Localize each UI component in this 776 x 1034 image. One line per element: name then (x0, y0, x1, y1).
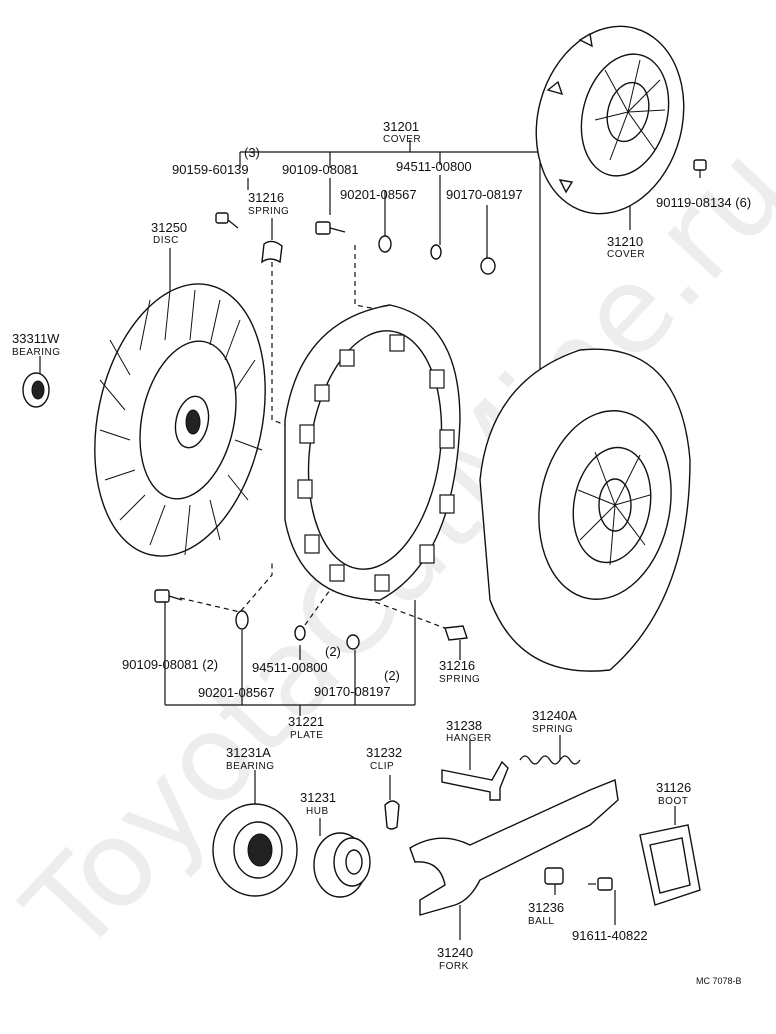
fork-31240-drawing (409, 779, 619, 916)
label-90109-top: 90109-08081 (282, 162, 359, 177)
part-qty: (2) (325, 644, 341, 659)
bolt-90119-drawing (693, 159, 707, 178)
label-31210: 31210 COVER (607, 234, 645, 260)
part-number: 94511-00800 (396, 159, 472, 174)
part-name: FORK (439, 961, 469, 972)
part-number: 90170-08197 (446, 187, 523, 202)
fasteners-bottom (154, 589, 468, 650)
label-31240A: 31240A SPRING (532, 708, 577, 735)
fasteners-top (215, 212, 496, 275)
part-number: 94511-00800 (252, 660, 328, 675)
part-number: 33311W (12, 331, 60, 346)
label-90170-bottom: (2) 90170-08197 (314, 668, 400, 699)
part-name: HUB (306, 806, 329, 817)
label-90119: 90119-08134 (6) (656, 195, 751, 210)
label-90159: (3) 90159-60139 (172, 145, 260, 177)
label-90109-bottom: 90109-08081 (2) (122, 657, 218, 672)
bearing-31231A-drawing (212, 803, 298, 897)
drawing-code: MC 7078-B (696, 976, 742, 986)
part-number: 90109-08081 (2) (122, 657, 218, 672)
part-name: COVER (383, 134, 421, 145)
label-31250: 31250 DISC (151, 220, 187, 246)
part-number: 90201-08567 (198, 685, 275, 700)
part-qty: (3) (244, 145, 260, 160)
labels: 31201 COVER (3) 90159-60139 90109-08081 … (12, 119, 751, 986)
part-qty: (2) (384, 668, 400, 683)
hub-31231-drawing (313, 832, 371, 898)
part-name: BEARING (12, 347, 61, 358)
label-94511-bottom: (2) 94511-00800 (252, 644, 341, 675)
label-31216-top: 31216 SPRING (248, 190, 289, 217)
part-number: 91611-40822 (572, 928, 648, 943)
label-31231A: 31231A BEARING (226, 745, 275, 772)
part-number: 31210 (607, 234, 643, 249)
cover-31210-drawing (535, 25, 685, 215)
part-number: 31216 (439, 658, 475, 673)
part-number: 90159-60139 (172, 162, 249, 177)
label-31238: 31238 HANGER (446, 718, 492, 744)
hanger-spring-drawing (441, 755, 581, 801)
label-90201-bottom: 90201-08567 (198, 685, 275, 700)
part-name: CLIP (370, 761, 394, 772)
label-90201-top: 90201-08567 (340, 187, 417, 202)
callout-lines (39, 140, 676, 940)
label-31231: 31231 HUB (300, 790, 336, 817)
part-number: 31236 (528, 900, 564, 915)
part-number: 31201 (383, 119, 419, 134)
part-name: SPRING (532, 724, 573, 735)
disc-31250-drawing (94, 283, 266, 557)
part-number: 31240A (532, 708, 577, 723)
part-number: 90201-08567 (340, 187, 417, 202)
part-number: 31216 (248, 190, 284, 205)
part-number: 31238 (446, 718, 482, 733)
part-number: 90170-08197 (314, 684, 391, 699)
clip-31232-drawing (384, 800, 400, 830)
plate-31221-drawing (284, 304, 461, 601)
part-name: BEARING (226, 761, 275, 772)
part-number: 31126 (656, 780, 691, 795)
part-name: HANGER (446, 733, 492, 744)
part-number: 31250 (151, 220, 187, 235)
bearing-33311W-drawing (22, 372, 50, 408)
cover-31201-drawing (479, 348, 691, 672)
part-name: COVER (607, 249, 645, 260)
part-number: 31231A (226, 745, 271, 760)
label-91611: 91611-40822 (572, 928, 648, 943)
label-31201: 31201 COVER (383, 119, 421, 145)
label-90170-top: 90170-08197 (446, 187, 523, 202)
label-31240: 31240 FORK (437, 945, 473, 972)
boot-31126-drawing (639, 824, 701, 906)
label-33311W: 33311W BEARING (12, 331, 61, 358)
label-31126: 31126 BOOT (656, 780, 691, 807)
label-31216-bottom: 31216 SPRING (439, 658, 480, 685)
part-name: DISC (153, 235, 179, 246)
part-name: SPRING (439, 674, 480, 685)
part-number: 90119-08134 (6) (656, 195, 751, 210)
part-name: BOOT (658, 796, 688, 807)
part-number: 31231 (300, 790, 336, 805)
part-number: 31221 (288, 714, 324, 729)
part-name: BALL (528, 916, 554, 927)
label-31221: 31221 PLATE (288, 714, 324, 741)
part-name: SPRING (248, 206, 289, 217)
part-number: 31232 (366, 745, 402, 760)
part-number: 31240 (437, 945, 473, 960)
label-31232: 31232 CLIP (366, 745, 402, 772)
label-94511-top: 94511-00800 (396, 159, 472, 174)
part-number: 90109-08081 (282, 162, 359, 177)
label-31236: 31236 BALL (528, 900, 564, 927)
part-name: PLATE (290, 730, 323, 741)
